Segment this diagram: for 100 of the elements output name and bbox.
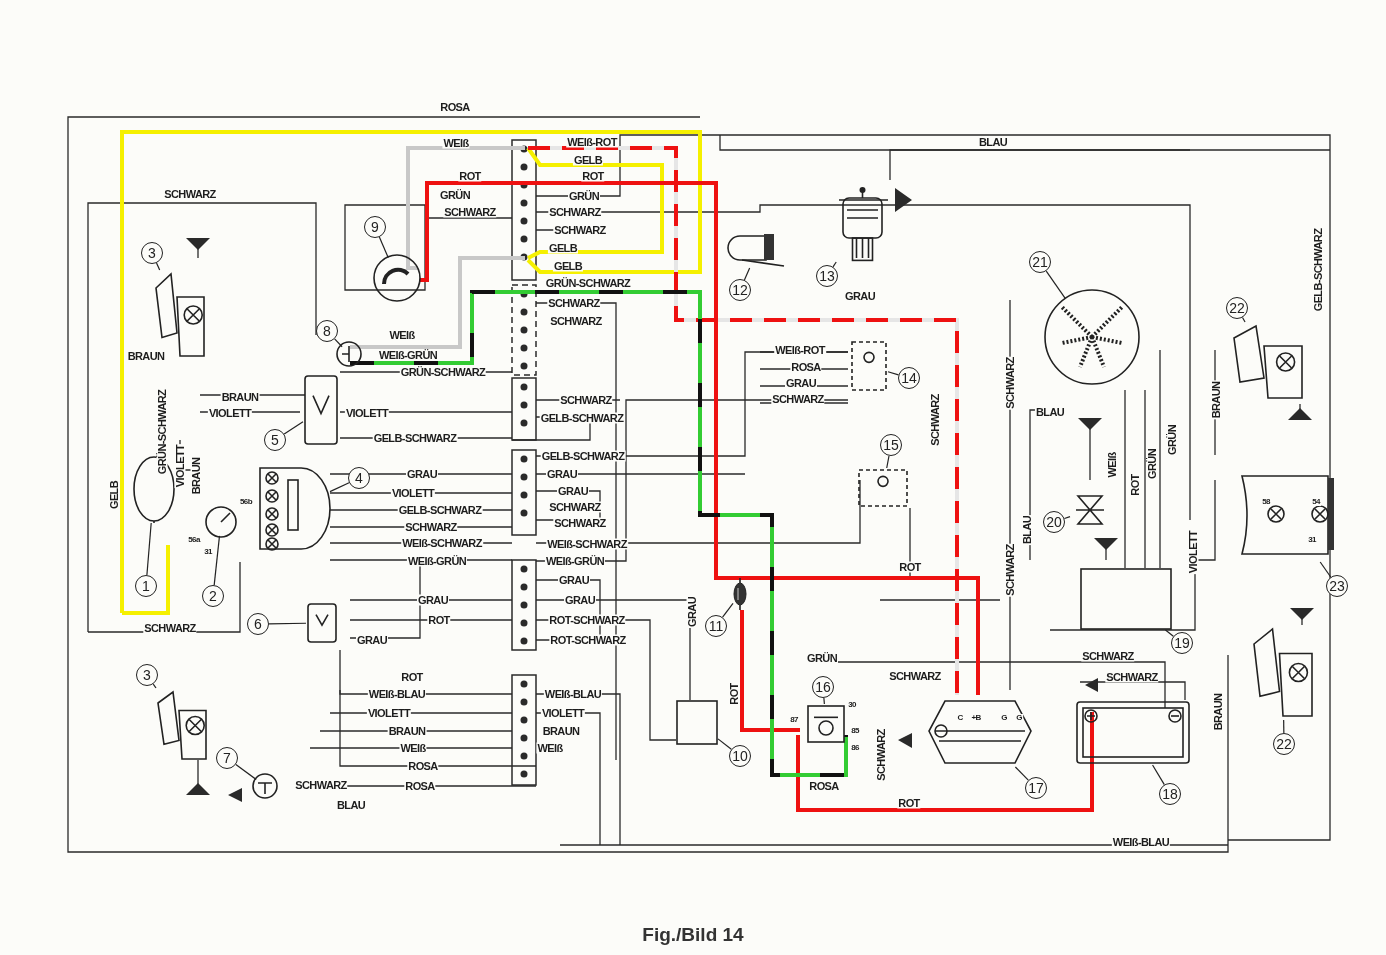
- wire-color-label: GRÜN: [1166, 424, 1178, 456]
- callout-number: 20: [1043, 511, 1065, 533]
- wire-color-label: GRAU: [356, 634, 388, 646]
- wire-color-label: SCHWARZ: [875, 728, 887, 782]
- wire-color-label: BRAUN: [126, 350, 166, 362]
- callout-number: 21: [1029, 251, 1051, 273]
- terminal-label: 56a: [187, 536, 201, 544]
- wire-color-label: WEIß-SCHWARZ: [546, 538, 628, 550]
- pickup-drawing: [372, 253, 422, 303]
- callout-number: 15: [880, 434, 902, 456]
- battery-drawing: [1075, 700, 1191, 765]
- wire-color-label: SCHWARZ: [547, 297, 601, 309]
- callout-number: 10: [729, 745, 751, 767]
- leader-line: [1045, 270, 1066, 299]
- leader-line: [1014, 766, 1029, 781]
- callout-number: 19: [1171, 632, 1193, 654]
- wire-color-label: ROSA: [808, 780, 840, 792]
- callout-number: 12: [729, 279, 751, 301]
- wire-color-label: ROSA: [407, 760, 439, 772]
- wire-color-label: WEIß-ROT: [566, 136, 618, 148]
- leader-line: [887, 371, 900, 376]
- wire-color-label: GRAU: [844, 290, 876, 302]
- wire-color-label: ROT: [1129, 473, 1141, 497]
- terminal-label: 58: [1261, 498, 1271, 506]
- wire-color-label: WEIß: [399, 742, 427, 754]
- gauge-drawing: [204, 505, 238, 539]
- wire-color-label: SCHWARZ: [553, 224, 607, 236]
- wire-color-label: SCHWARZ: [443, 206, 497, 218]
- wire-color-label: VIOLETT: [1187, 529, 1199, 575]
- wire-color-label: GRAU: [557, 485, 589, 497]
- unit-drawing: [850, 340, 888, 392]
- terminal-label: 54: [1311, 498, 1321, 506]
- leader-line: [213, 535, 221, 586]
- wire-color-label: SCHWARZ: [1105, 671, 1159, 683]
- terminal-label: 30: [847, 701, 857, 709]
- wire-color-label: SCHWARZ: [1081, 650, 1135, 662]
- wire-color-label: GRÜN: [1146, 448, 1158, 480]
- wire-color-label: GRÜN-SCHWARZ: [156, 388, 168, 476]
- callout-number: 6: [247, 613, 269, 635]
- wire-color-label: ROSA: [439, 101, 471, 113]
- wire-color-label: GRAU: [546, 468, 578, 480]
- callout-number: 1: [135, 575, 157, 597]
- terminal-label: 86: [850, 744, 860, 752]
- wire-color-label: GRAU: [417, 594, 449, 606]
- wire-color-label: BRAUN: [1212, 692, 1224, 732]
- wire-color-label: GRAU: [564, 594, 596, 606]
- terminal-label: +B: [970, 714, 982, 722]
- wire-color-label: VIOLETT: [207, 407, 253, 419]
- wire-color-label: WEIß-BLAU: [543, 688, 603, 700]
- terminal-label: G: [1015, 714, 1023, 722]
- wire-color-label: BLAU: [335, 799, 367, 811]
- wire-color-label: SCHWARZ: [294, 779, 348, 791]
- leader-line: [1151, 764, 1165, 786]
- callout-number: 7: [216, 747, 238, 769]
- callout-number: 2: [202, 585, 224, 607]
- wire-color-label: SCHWARZ: [548, 206, 602, 218]
- leader-line: [283, 421, 304, 435]
- callout-number: 9: [364, 216, 386, 238]
- wire-color-label: WEIß: [1106, 451, 1118, 479]
- callout-number: 18: [1159, 783, 1181, 805]
- wire-color-label: WEIß-GRÜN: [406, 555, 468, 567]
- relay-drawing: [806, 704, 846, 744]
- wire-color-label: GELB-SCHWARZ: [539, 412, 625, 424]
- wire-color-label: GELB: [108, 479, 120, 511]
- wire-color-label: GRAU: [686, 596, 698, 628]
- sensor-drawing: [336, 340, 362, 368]
- wire-color-label: SCHWARZ: [1004, 543, 1016, 597]
- wire-color-label: VIOLETT: [390, 487, 436, 499]
- fuse-drawing: [733, 578, 747, 610]
- wire-color-label: GELB-SCHWARZ: [540, 450, 626, 462]
- wire-color-label: SCHWARZ: [771, 393, 825, 405]
- leader-line: [886, 455, 890, 469]
- terminal-label: 87: [789, 716, 799, 724]
- wire-color-label: WEIß-GRÜN: [544, 555, 606, 567]
- wire-color-label: GRÜN-SCHWARZ: [399, 366, 487, 378]
- leader-line: [329, 482, 350, 493]
- wire-color-label: SCHWARZ: [404, 521, 458, 533]
- callout-number: 8: [316, 320, 338, 342]
- wire-color-label: SCHWARZ: [548, 501, 602, 513]
- leader-line: [832, 261, 837, 268]
- wire-color-label: WEIß-GRÜN: [377, 349, 439, 361]
- switch-drawing: [303, 374, 339, 446]
- leader-line: [1283, 719, 1285, 734]
- callout-number: 17: [1025, 777, 1047, 799]
- callout-number: 14: [898, 367, 920, 389]
- terminal-label: G: [1000, 714, 1008, 722]
- wire-color-label: WEIß-ROT: [774, 344, 826, 356]
- wire-color-label: GRÜN: [806, 652, 838, 664]
- panel-drawing: [258, 466, 330, 551]
- callout-number: 13: [816, 265, 838, 287]
- wire-color-label: ROT: [581, 170, 605, 182]
- leader-line: [235, 763, 257, 781]
- wire-color-label: ROSA: [404, 780, 436, 792]
- terminal-label: 31: [1307, 536, 1317, 544]
- callout-number: 23: [1326, 575, 1348, 597]
- wire-color-label: ROSA: [790, 361, 822, 373]
- wire-color-label: WEIß: [536, 742, 564, 754]
- wire-color-label: GELB-SCHWARZ: [372, 432, 458, 444]
- wire-color-label: ROT-SCHWARZ: [548, 614, 626, 626]
- leader-line: [717, 738, 732, 750]
